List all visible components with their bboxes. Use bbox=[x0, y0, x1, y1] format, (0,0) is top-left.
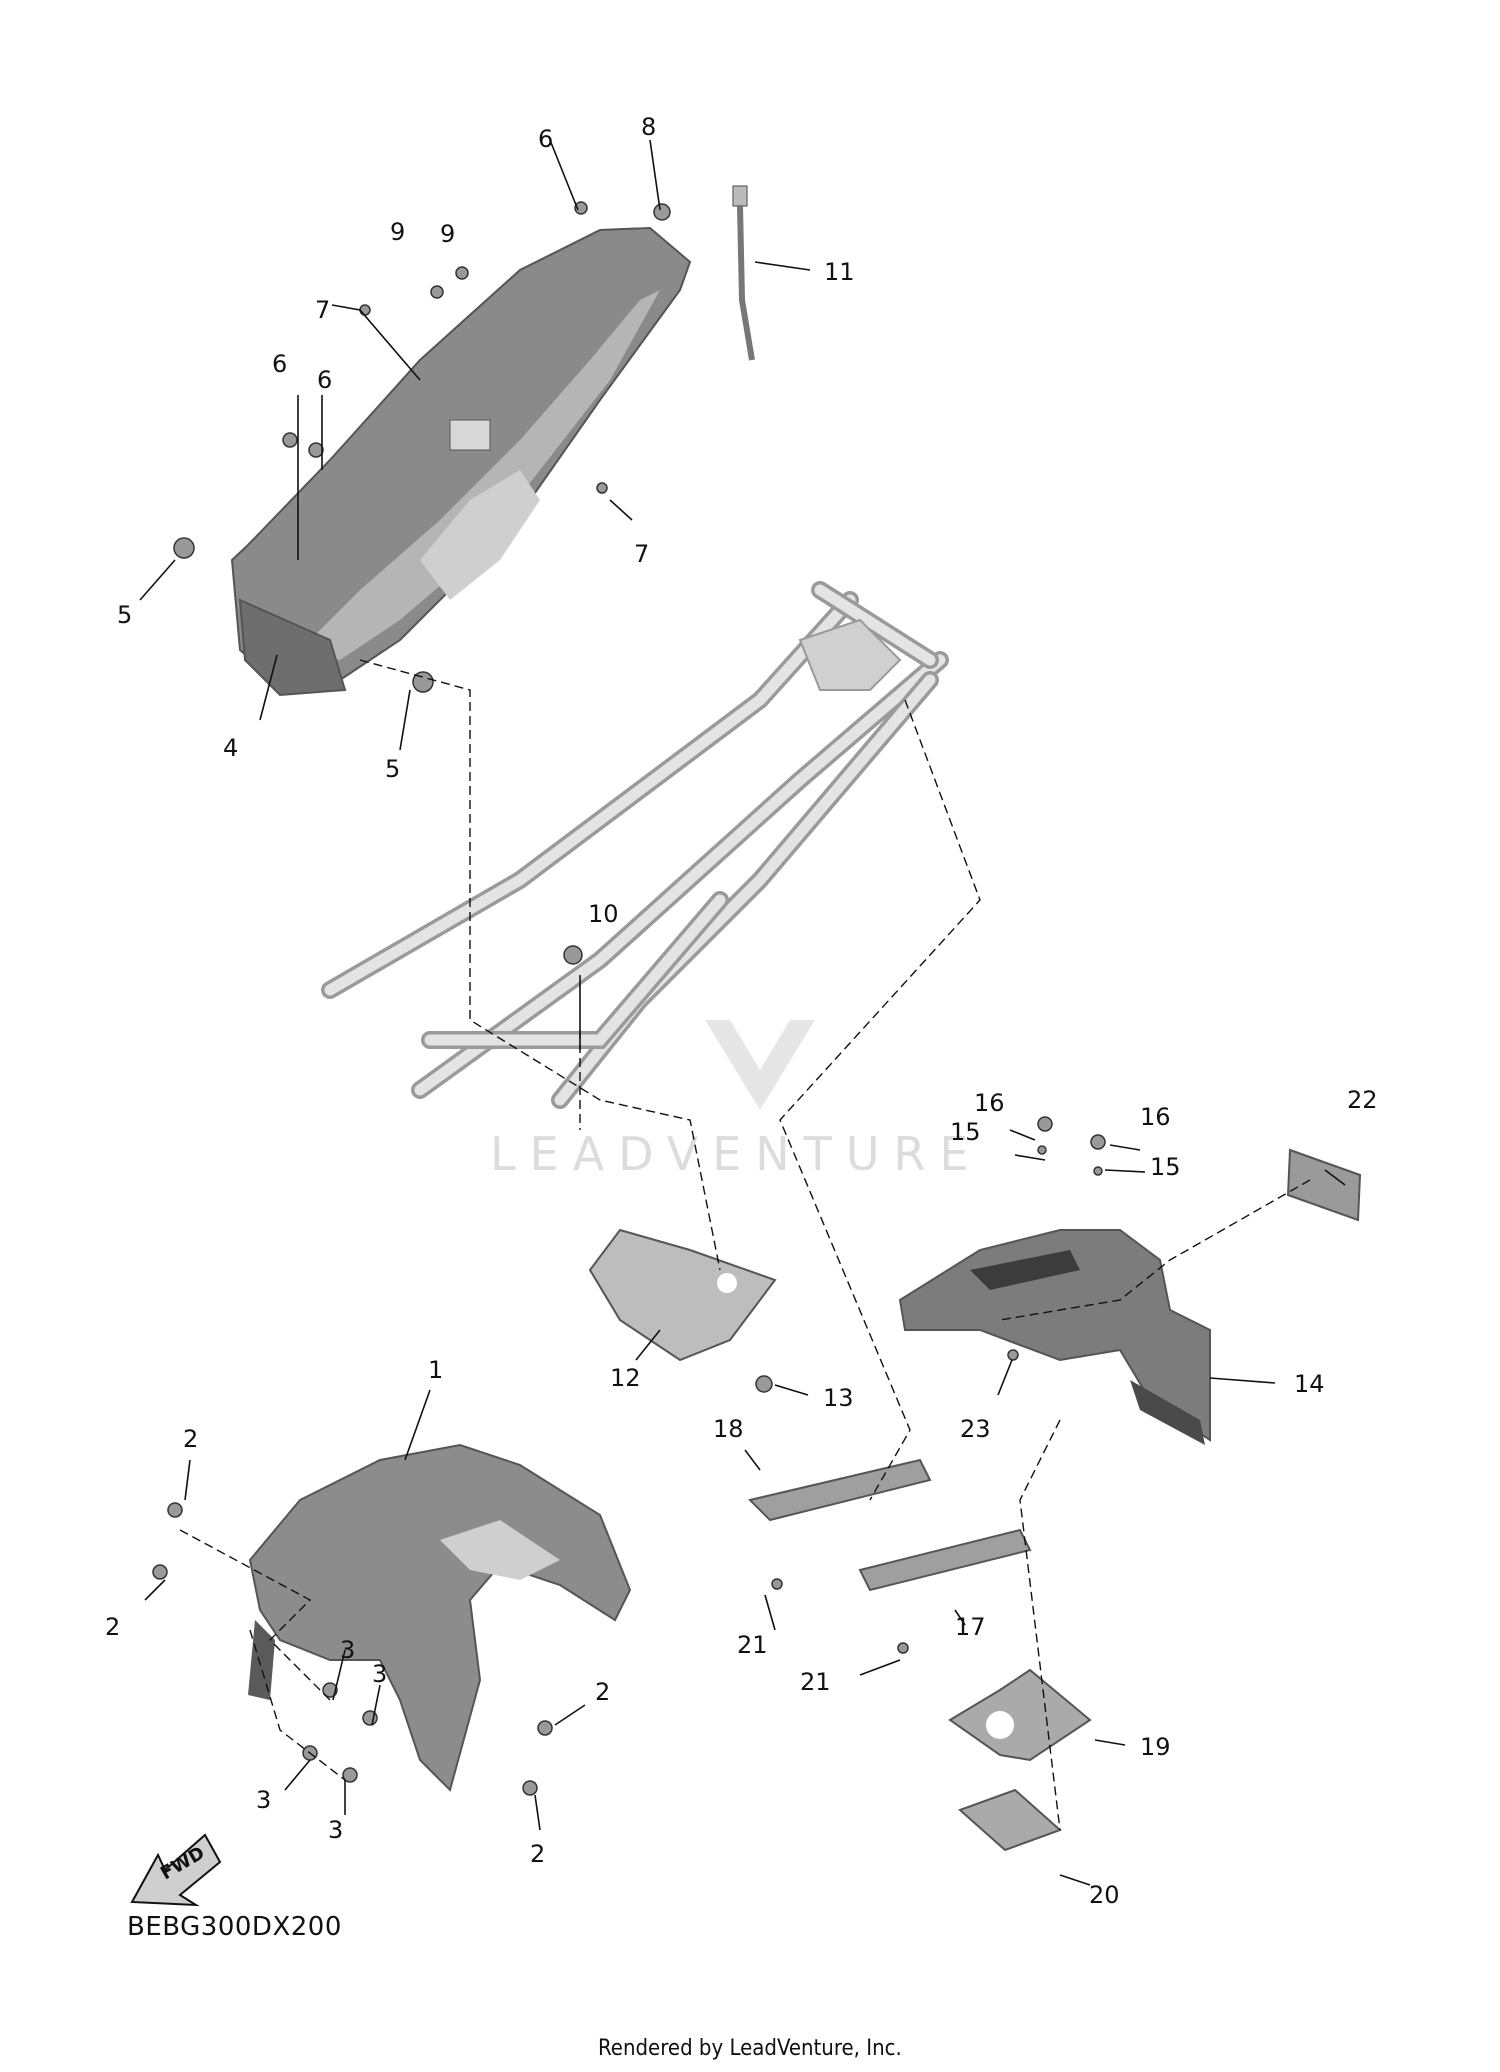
callout-5: 5 bbox=[117, 601, 132, 629]
callout-20: 20 bbox=[1089, 1881, 1120, 1909]
part-bracket-18 bbox=[748, 1458, 932, 1522]
callout-3: 3 bbox=[256, 1786, 271, 1814]
callout-17: 17 bbox=[955, 1613, 986, 1641]
callout-13: 13 bbox=[823, 1384, 854, 1412]
callout-12: 12 bbox=[610, 1364, 641, 1392]
callout-8: 8 bbox=[641, 113, 656, 141]
part-strap bbox=[732, 185, 755, 361]
callout-9: 9 bbox=[440, 220, 455, 248]
diagram-code: BEBG300DX200 bbox=[127, 1912, 342, 1942]
callout-21: 21 bbox=[800, 1668, 831, 1696]
callout-14: 14 bbox=[1294, 1370, 1325, 1398]
callout-1: 1 bbox=[428, 1356, 443, 1384]
part-reflector-22 bbox=[1286, 1148, 1362, 1222]
rear-subframe bbox=[321, 581, 949, 1109]
callout-3: 3 bbox=[328, 1816, 343, 1844]
watermark-text: LEADVENTURE bbox=[490, 1127, 983, 1181]
fwd-arrow-icon: FWD bbox=[130, 1833, 222, 1907]
part-front-fender bbox=[248, 1443, 632, 1792]
callout-2: 2 bbox=[183, 1425, 198, 1453]
callout-2: 2 bbox=[595, 1678, 610, 1706]
callout-6: 6 bbox=[538, 125, 553, 153]
callout-7: 7 bbox=[634, 540, 649, 568]
callout-6: 6 bbox=[272, 350, 287, 378]
callout-21: 21 bbox=[737, 1631, 768, 1659]
callout-19: 19 bbox=[1140, 1733, 1171, 1761]
callout-3: 3 bbox=[372, 1660, 387, 1688]
callout-16: 16 bbox=[1140, 1103, 1171, 1131]
callout-23: 23 bbox=[960, 1415, 991, 1443]
callout-numbers: 6 8 11 9 9 7 6 6 7 5 4 5 10 16 16 22 15 … bbox=[105, 113, 1378, 1909]
callout-4: 4 bbox=[223, 734, 238, 762]
callout-18: 18 bbox=[713, 1415, 744, 1443]
assembly-lines bbox=[179, 659, 1311, 1831]
hardware bbox=[152, 201, 1106, 1796]
part-plate-19 bbox=[948, 1668, 1092, 1762]
callout-3: 3 bbox=[340, 1636, 355, 1664]
part-rear-inner-fender bbox=[230, 226, 692, 697]
callout-7: 7 bbox=[315, 296, 330, 324]
callout-11: 11 bbox=[824, 258, 855, 286]
callout-22: 22 bbox=[1347, 1086, 1378, 1114]
callout-5: 5 bbox=[385, 755, 400, 783]
part-bracket-17 bbox=[858, 1528, 1032, 1592]
footer-credit: Rendered by LeadVenture, Inc. bbox=[598, 2036, 902, 2061]
part-plate-20 bbox=[958, 1788, 1062, 1852]
part-rear-fender-14 bbox=[898, 1229, 1211, 1445]
callout-15: 15 bbox=[950, 1118, 981, 1146]
callout-16: 16 bbox=[974, 1089, 1005, 1117]
callout-6: 6 bbox=[317, 366, 332, 394]
leader-lines bbox=[139, 139, 1346, 1886]
watermark: LEADVENTURE bbox=[490, 1020, 983, 1181]
callout-2: 2 bbox=[105, 1613, 120, 1641]
part-bracket-12 bbox=[588, 1228, 777, 1362]
callout-15: 15 bbox=[1150, 1153, 1181, 1181]
callout-2: 2 bbox=[530, 1840, 545, 1868]
callout-9: 9 bbox=[390, 218, 405, 246]
callout-10: 10 bbox=[588, 900, 619, 928]
watermark-logo bbox=[705, 1020, 815, 1110]
